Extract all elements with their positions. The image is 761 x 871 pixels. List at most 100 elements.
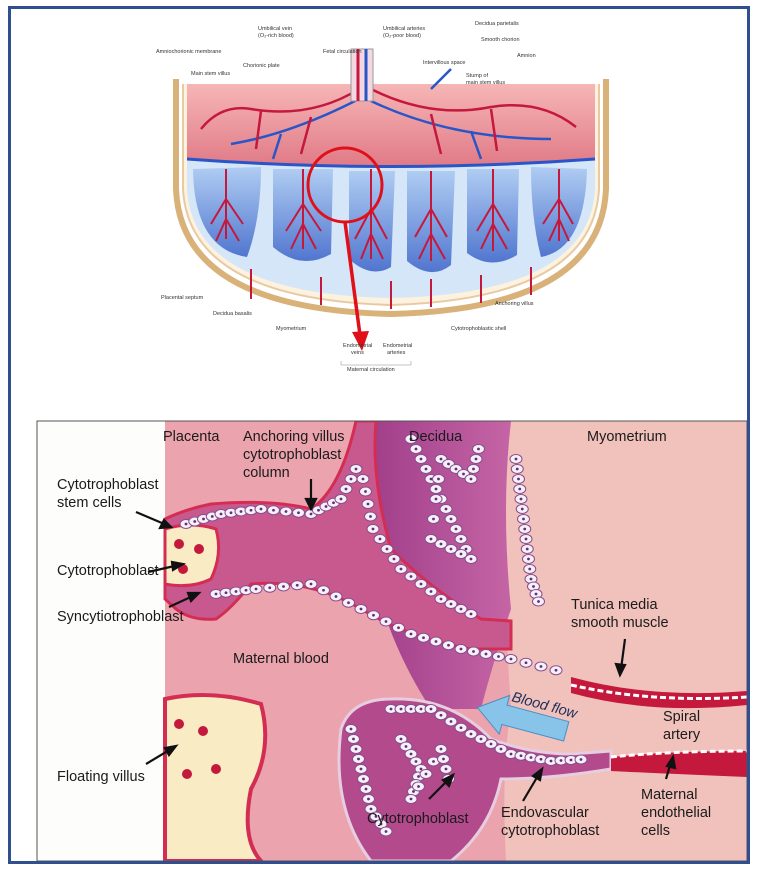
cell-nucleus	[410, 753, 413, 756]
cell-nucleus	[422, 636, 425, 639]
label-cytotrophoblast-lower: Cytotrophoblast	[367, 811, 469, 827]
label-anchoring-villus-3: column	[243, 465, 290, 481]
cell-nucleus	[385, 620, 388, 623]
cell-nucleus	[282, 585, 285, 588]
cell-nucleus	[435, 498, 438, 501]
label-decidua-parietalis: Decidua parietalis	[475, 21, 519, 27]
cell-nucleus	[322, 589, 325, 592]
cell-nucleus	[310, 583, 313, 586]
umbilical-cord	[351, 49, 373, 101]
cell-nucleus	[245, 589, 248, 592]
label-syncytiotrophoblast: Syncytiotrophoblast	[57, 609, 184, 625]
cell-nucleus	[332, 501, 335, 504]
cell-nucleus	[530, 756, 533, 759]
cell-nucleus	[365, 788, 368, 791]
cell-nucleus	[430, 538, 433, 541]
cell-nucleus	[435, 488, 438, 491]
figure-frame: Umbilical vein (O₂-rich blood) Umbilical…	[8, 6, 750, 864]
cell-nucleus	[532, 585, 535, 588]
cell-nucleus	[455, 468, 458, 471]
label-smooth-chorion: Smooth chorion	[481, 37, 520, 43]
cell-nucleus	[440, 458, 443, 461]
cell-nucleus	[352, 738, 355, 741]
cell-nucleus	[420, 458, 423, 461]
cell-nucleus	[520, 498, 523, 501]
cell-nucleus	[440, 748, 443, 751]
cell-nucleus	[317, 509, 320, 512]
cell-nucleus	[355, 748, 358, 751]
cell-nucleus	[450, 548, 453, 551]
label-endometrial-arteries-2: arteries	[387, 350, 406, 356]
cell-nucleus	[440, 543, 443, 546]
cell-nucleus	[296, 584, 299, 587]
cell-nucleus	[437, 478, 440, 481]
cell-nucleus	[470, 733, 473, 736]
cell-nucleus	[367, 798, 370, 801]
cell-nucleus	[470, 478, 473, 481]
cell-nucleus	[442, 758, 445, 761]
cell-nucleus	[447, 463, 450, 466]
cell-nucleus	[405, 745, 408, 748]
cell-nucleus	[225, 591, 228, 594]
cell-nucleus	[420, 768, 423, 771]
cell-nucleus	[362, 478, 365, 481]
cell-nucleus	[477, 448, 480, 451]
cell-nucleus	[255, 588, 258, 591]
cell-nucleus	[430, 708, 433, 711]
cell-nucleus	[215, 593, 218, 596]
placenta-figure: Umbilical vein (O₂-rich blood) Umbilical…	[11, 9, 747, 861]
label-amnion: Amnion	[517, 53, 536, 59]
label-floating-villus: Floating villus	[57, 769, 145, 785]
label-endometrial-veins-1: Endometrial	[343, 343, 372, 349]
cell-nucleus	[480, 738, 483, 741]
cell-nucleus	[415, 760, 418, 763]
cell-nucleus	[485, 653, 488, 656]
cell-nucleus	[475, 458, 478, 461]
cell-nucleus	[400, 708, 403, 711]
cell-nucleus	[185, 523, 188, 526]
cell-nucleus	[240, 510, 243, 513]
cell-nucleus	[350, 728, 353, 731]
cell-nucleus	[345, 488, 348, 491]
label-fetal-circulation: Fetal circulation	[323, 49, 362, 55]
cell-nucleus	[560, 759, 563, 762]
cell-nucleus	[460, 726, 463, 729]
cell-nucleus	[517, 478, 520, 481]
cell-nucleus	[527, 558, 530, 561]
cell-nucleus	[420, 708, 423, 711]
cell-nucleus	[235, 590, 238, 593]
cell-nucleus	[516, 468, 519, 471]
cell-nucleus	[250, 509, 253, 512]
label-amniochorionic-membrane: Amniochorionic membrane	[156, 49, 221, 55]
label-umbilical-arteries: Umbilical arteries	[383, 26, 425, 32]
cell-nucleus	[410, 633, 413, 636]
cell-nucleus	[455, 528, 458, 531]
label-cytotrophoblastic-shell: Cytotrophoblastic shell	[451, 326, 506, 332]
trophoblast-invasion-diagram: Placenta Anchoring villus cytotrophoblas…	[37, 421, 747, 861]
cell-nucleus	[430, 478, 433, 481]
cell-nucleus	[393, 558, 396, 561]
cell-nucleus	[445, 768, 448, 771]
cell-nucleus	[462, 473, 465, 476]
cell-nucleus	[362, 778, 365, 781]
cell-nucleus	[272, 509, 275, 512]
label-stump-2: main stem villus	[466, 80, 505, 86]
cell-nucleus	[447, 644, 450, 647]
cell-nucleus	[445, 508, 448, 511]
cell-nucleus	[412, 790, 415, 793]
cell-nucleus	[510, 658, 513, 661]
label-main-stem-villus: Main stem villus	[191, 71, 230, 77]
cell-nucleus	[450, 518, 453, 521]
label-placental-septum: Placental septum	[161, 295, 204, 301]
cell-nucleus	[580, 758, 583, 761]
cell-nucleus	[285, 510, 288, 513]
cell-nucleus	[497, 655, 500, 658]
cell-nucleus	[360, 768, 363, 771]
cell-nucleus	[297, 511, 300, 514]
cell-nucleus	[390, 708, 393, 711]
cell-nucleus	[435, 640, 438, 643]
label-endometrial-arteries-1: Endometrial	[383, 343, 412, 349]
label-anchoring-villus-2: cytotrophoblast	[243, 447, 341, 463]
cell-nucleus	[432, 760, 435, 763]
cell-nucleus	[430, 590, 433, 593]
